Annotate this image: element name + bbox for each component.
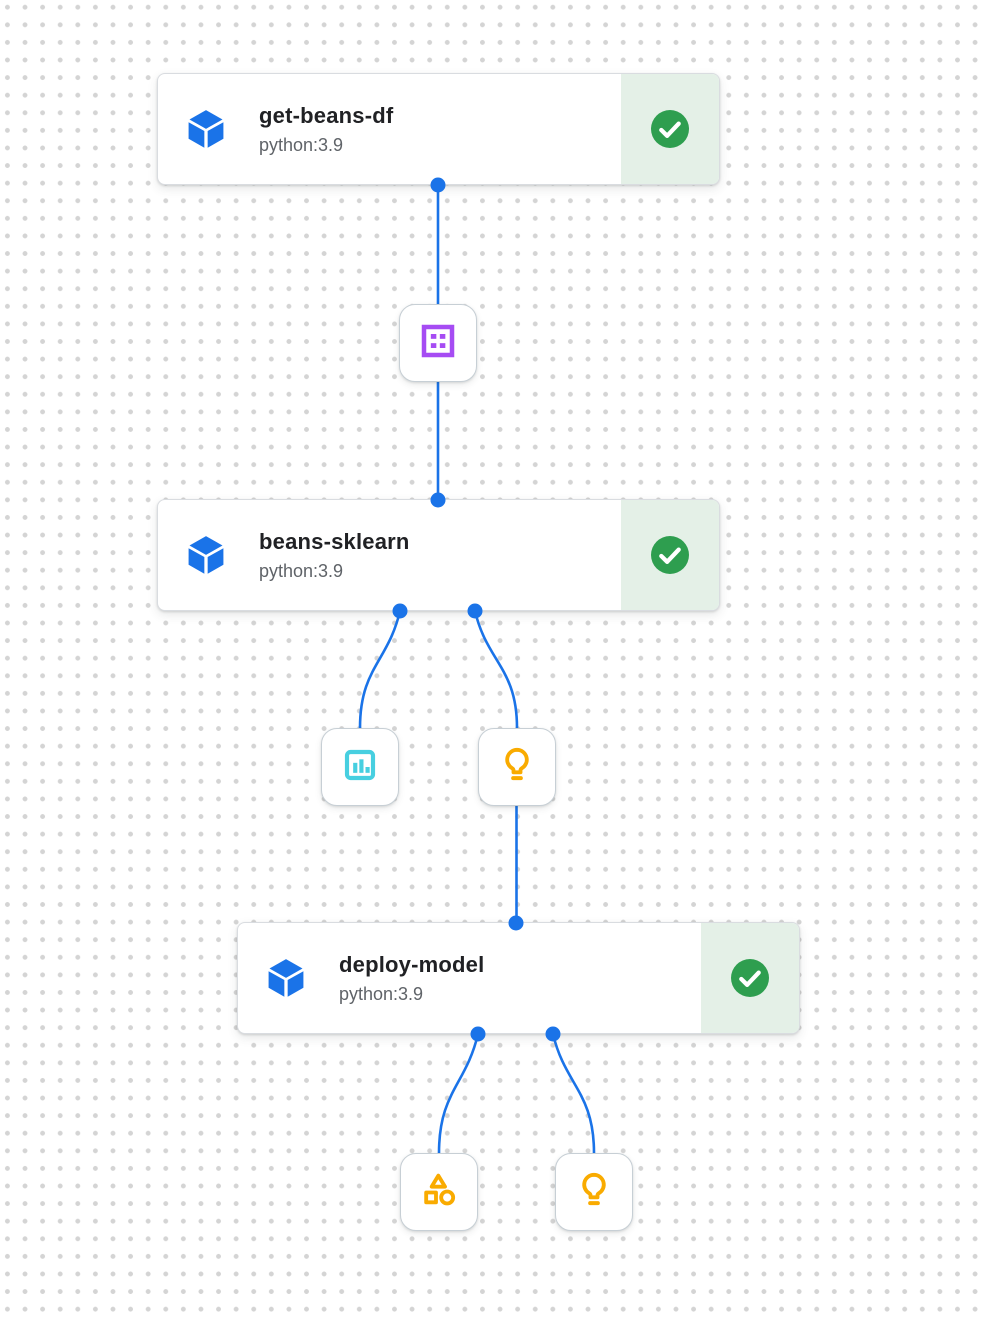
edge-task3-to-model2 bbox=[551, 1033, 596, 1154]
artifact-node-model[interactable] bbox=[478, 728, 556, 806]
edge-task2-to-model bbox=[473, 610, 519, 729]
artifact-node-model-2[interactable] bbox=[555, 1153, 633, 1231]
model-lightbulb-icon bbox=[497, 745, 537, 790]
task-text: beans-sklearn python:3.9 bbox=[259, 528, 621, 583]
task-subtitle: python:3.9 bbox=[339, 983, 424, 1004]
model-lightbulb-icon bbox=[574, 1170, 614, 1215]
task-title: get-beans-df bbox=[259, 102, 394, 128]
artifact-node-dataset[interactable] bbox=[399, 304, 477, 382]
edge-task3-to-artifact bbox=[437, 1033, 480, 1154]
artifact-node-generic[interactable] bbox=[400, 1153, 478, 1231]
task-subtitle: python:3.9 bbox=[259, 134, 344, 155]
task-status-panel bbox=[621, 500, 719, 610]
task-status-panel bbox=[621, 74, 719, 184]
component-cube-icon bbox=[264, 956, 308, 1000]
task-subtitle: python:3.9 bbox=[259, 560, 344, 581]
dataset-icon bbox=[418, 321, 458, 366]
success-check-icon bbox=[731, 959, 769, 997]
success-check-icon bbox=[651, 536, 689, 574]
task-status-panel bbox=[701, 923, 799, 1033]
task-text: get-beans-df python:3.9 bbox=[259, 102, 621, 157]
edge-task2-to-metrics bbox=[358, 610, 402, 729]
shapes-category-icon bbox=[419, 1170, 459, 1215]
component-cube-icon bbox=[184, 533, 228, 577]
task-node-get-beans-df[interactable]: get-beans-df python:3.9 bbox=[157, 73, 720, 185]
task-text: deploy-model python:3.9 bbox=[339, 951, 701, 1006]
artifact-node-metrics[interactable] bbox=[321, 728, 399, 806]
task-node-beans-sklearn[interactable]: beans-sklearn python:3.9 bbox=[157, 499, 720, 611]
task-title: beans-sklearn bbox=[259, 528, 410, 554]
task-title: deploy-model bbox=[339, 951, 485, 977]
metrics-icon bbox=[340, 745, 380, 790]
success-check-icon bbox=[651, 110, 689, 148]
component-cube-icon bbox=[184, 107, 228, 151]
task-node-deploy-model[interactable]: deploy-model python:3.9 bbox=[237, 922, 800, 1034]
